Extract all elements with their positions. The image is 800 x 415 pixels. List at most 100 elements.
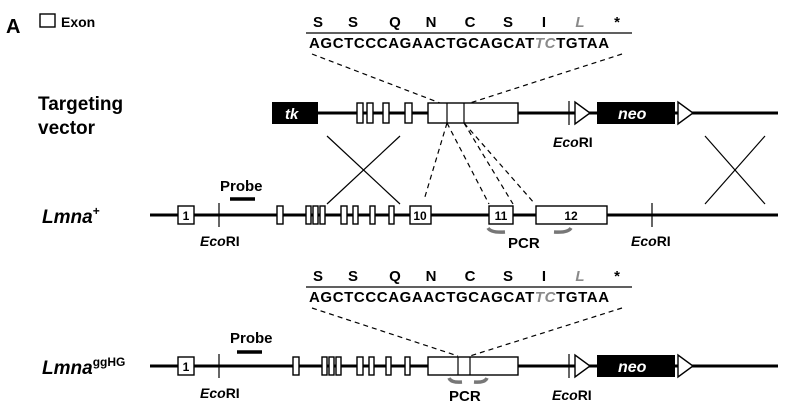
- mutant-exon: [368, 356, 375, 376]
- mutant-exon: [356, 356, 364, 376]
- tk-label: tk: [285, 106, 299, 123]
- top-dna-sequence: AGCTCCCAGAACTGCAGCATTCTGTAA: [309, 35, 610, 52]
- tk-box: [272, 102, 318, 124]
- homology-line: [463, 122, 536, 205]
- loxp-site: [677, 353, 695, 379]
- wildtype-exon-1: [177, 205, 195, 225]
- targeting-vector-label-line2: vector: [38, 118, 96, 139]
- wildtype-exon: [369, 205, 376, 225]
- wildtype-exon: [352, 205, 359, 225]
- bottom-aa-8: *: [614, 268, 620, 285]
- top-aa-2: Q: [389, 14, 401, 31]
- wildtype-allele: Probe 1 EcoRI 10 11 12 EcoRI PCR: [150, 178, 778, 252]
- top-aa-0: S: [313, 14, 323, 31]
- bottom-sequence-block: S S Q N C S I L * AGCTCCCAGAACTGCAGCATTC…: [306, 268, 632, 306]
- homology-line: [463, 122, 514, 205]
- top-dna-mutated: TC: [535, 35, 557, 52]
- exon-legend-box: [39, 13, 56, 28]
- mutant-exon-1-label: 1: [183, 360, 190, 374]
- bottom-aa-5: S: [503, 268, 513, 285]
- recombination-cross-right: [704, 135, 766, 205]
- mutant-neo-box: [597, 355, 675, 377]
- mutant-pcr-primer-forward: [447, 377, 463, 384]
- loxp-site: [677, 100, 695, 126]
- bottom-aa-6: I: [542, 268, 546, 285]
- recombination-cross-left: [326, 135, 401, 205]
- ecori-label-vector: EcoRI: [553, 134, 593, 150]
- top-aa-7: L: [575, 14, 584, 31]
- targeting-vector: tk neo EcoRI: [272, 100, 778, 150]
- mutant-neo-label: neo: [618, 359, 647, 376]
- zoom-line-top-right: [469, 53, 623, 104]
- mutant-ecori-label-2: EcoRI: [552, 387, 592, 403]
- mutant-exon-10-12-block: [427, 356, 519, 376]
- mutant-exon-1: [177, 356, 195, 376]
- wildtype-exon-12-label: 12: [564, 209, 578, 223]
- targeting-vector-label: Targeting vector: [38, 94, 123, 139]
- wildtype-label-sup: +: [93, 204, 100, 218]
- bottom-dna-sequence: AGCTCCCAGAACTGCAGCATTCTGTAA: [309, 289, 610, 306]
- loxp-site: [574, 353, 592, 379]
- wildtype-ecori-label-1: EcoRI: [200, 233, 240, 249]
- loxp-site: [574, 100, 592, 126]
- wildtype-exon: [340, 205, 348, 225]
- wildtype-allele-label: Lmna+: [42, 204, 100, 228]
- wildtype-exon: [319, 205, 326, 225]
- mutant-pcr-label: PCR: [449, 388, 481, 405]
- mutant-exon: [385, 356, 392, 376]
- mutant-exon: [292, 356, 300, 376]
- exon-legend-label: Exon: [61, 14, 95, 30]
- vector-exon: [366, 102, 374, 124]
- vector-exon-10-12-block: [427, 102, 519, 124]
- top-aa-1: S: [348, 14, 358, 31]
- top-aa-6: I: [542, 14, 546, 31]
- wildtype-exon-11-label: 11: [495, 209, 508, 223]
- targeting-vector-label-line1: Targeting: [38, 94, 123, 115]
- top-dna-after: TGTAA: [556, 35, 610, 52]
- bottom-dna-mutated: TC: [535, 289, 557, 306]
- mutant-exon: [321, 356, 328, 376]
- vector-exon: [382, 102, 390, 124]
- neo-label: neo: [618, 106, 647, 123]
- bottom-aa-0: S: [313, 268, 323, 285]
- ecori-roman: RI: [579, 134, 593, 150]
- bottom-dna-after: TGTAA: [556, 289, 610, 306]
- wildtype-probe-label: Probe: [220, 178, 263, 195]
- panel-label: A: [6, 16, 20, 38]
- mutant-label-main: Lmna: [42, 358, 93, 379]
- wildtype-pcr-primer-forward: [486, 226, 506, 234]
- ecori-roman: RI: [657, 233, 671, 249]
- wildtype-pcr-label: PCR: [508, 235, 540, 252]
- mutant-exon: [335, 356, 342, 376]
- wildtype-exon-10: [409, 205, 432, 225]
- top-aa-3: N: [426, 14, 437, 31]
- ecori-italic: Eco: [200, 233, 226, 249]
- wildtype-exon: [305, 205, 312, 225]
- bottom-aa-3: N: [426, 268, 437, 285]
- wildtype-exon-11: [488, 205, 514, 225]
- ecori-roman: RI: [226, 233, 240, 249]
- wildtype-exon-10-label: 10: [413, 209, 427, 223]
- vector-exon: [404, 102, 413, 124]
- wildtype-exon-12: [535, 205, 608, 225]
- bottom-aa-4: C: [465, 268, 476, 285]
- mutant-allele-label: LmnaggHG: [42, 355, 125, 379]
- mutant-allele: Probe 1 EcoRI PCR EcoRI neo: [150, 330, 778, 405]
- vector-exon: [356, 102, 364, 124]
- wildtype-label-main: Lmna: [42, 207, 93, 228]
- mutant-exon: [328, 356, 335, 376]
- mutant-label-sup: ggHG: [93, 355, 126, 369]
- bottom-dna-before: AGCTCCCAGAACTGCAGCAT: [309, 289, 535, 306]
- top-dna-before: AGCTCCCAGAACTGCAGCAT: [309, 35, 535, 52]
- zoom-line-top-left: [311, 53, 441, 104]
- ecori-italic: Eco: [631, 233, 657, 249]
- mutant-pcr-primer-reverse: [473, 377, 489, 384]
- top-sequence-block: S S Q N C S I L * AGCTCCCAGAACTGCAGCATTC…: [306, 14, 632, 52]
- wildtype-pcr-primer-reverse: [553, 226, 573, 234]
- zoom-line-bottom-right: [469, 307, 623, 357]
- bottom-aa-1: S: [348, 268, 358, 285]
- ecori-italic: Eco: [552, 387, 578, 403]
- wildtype-exon: [388, 205, 395, 225]
- ecori-roman: RI: [226, 385, 240, 401]
- mutant-probe-label: Probe: [230, 330, 273, 347]
